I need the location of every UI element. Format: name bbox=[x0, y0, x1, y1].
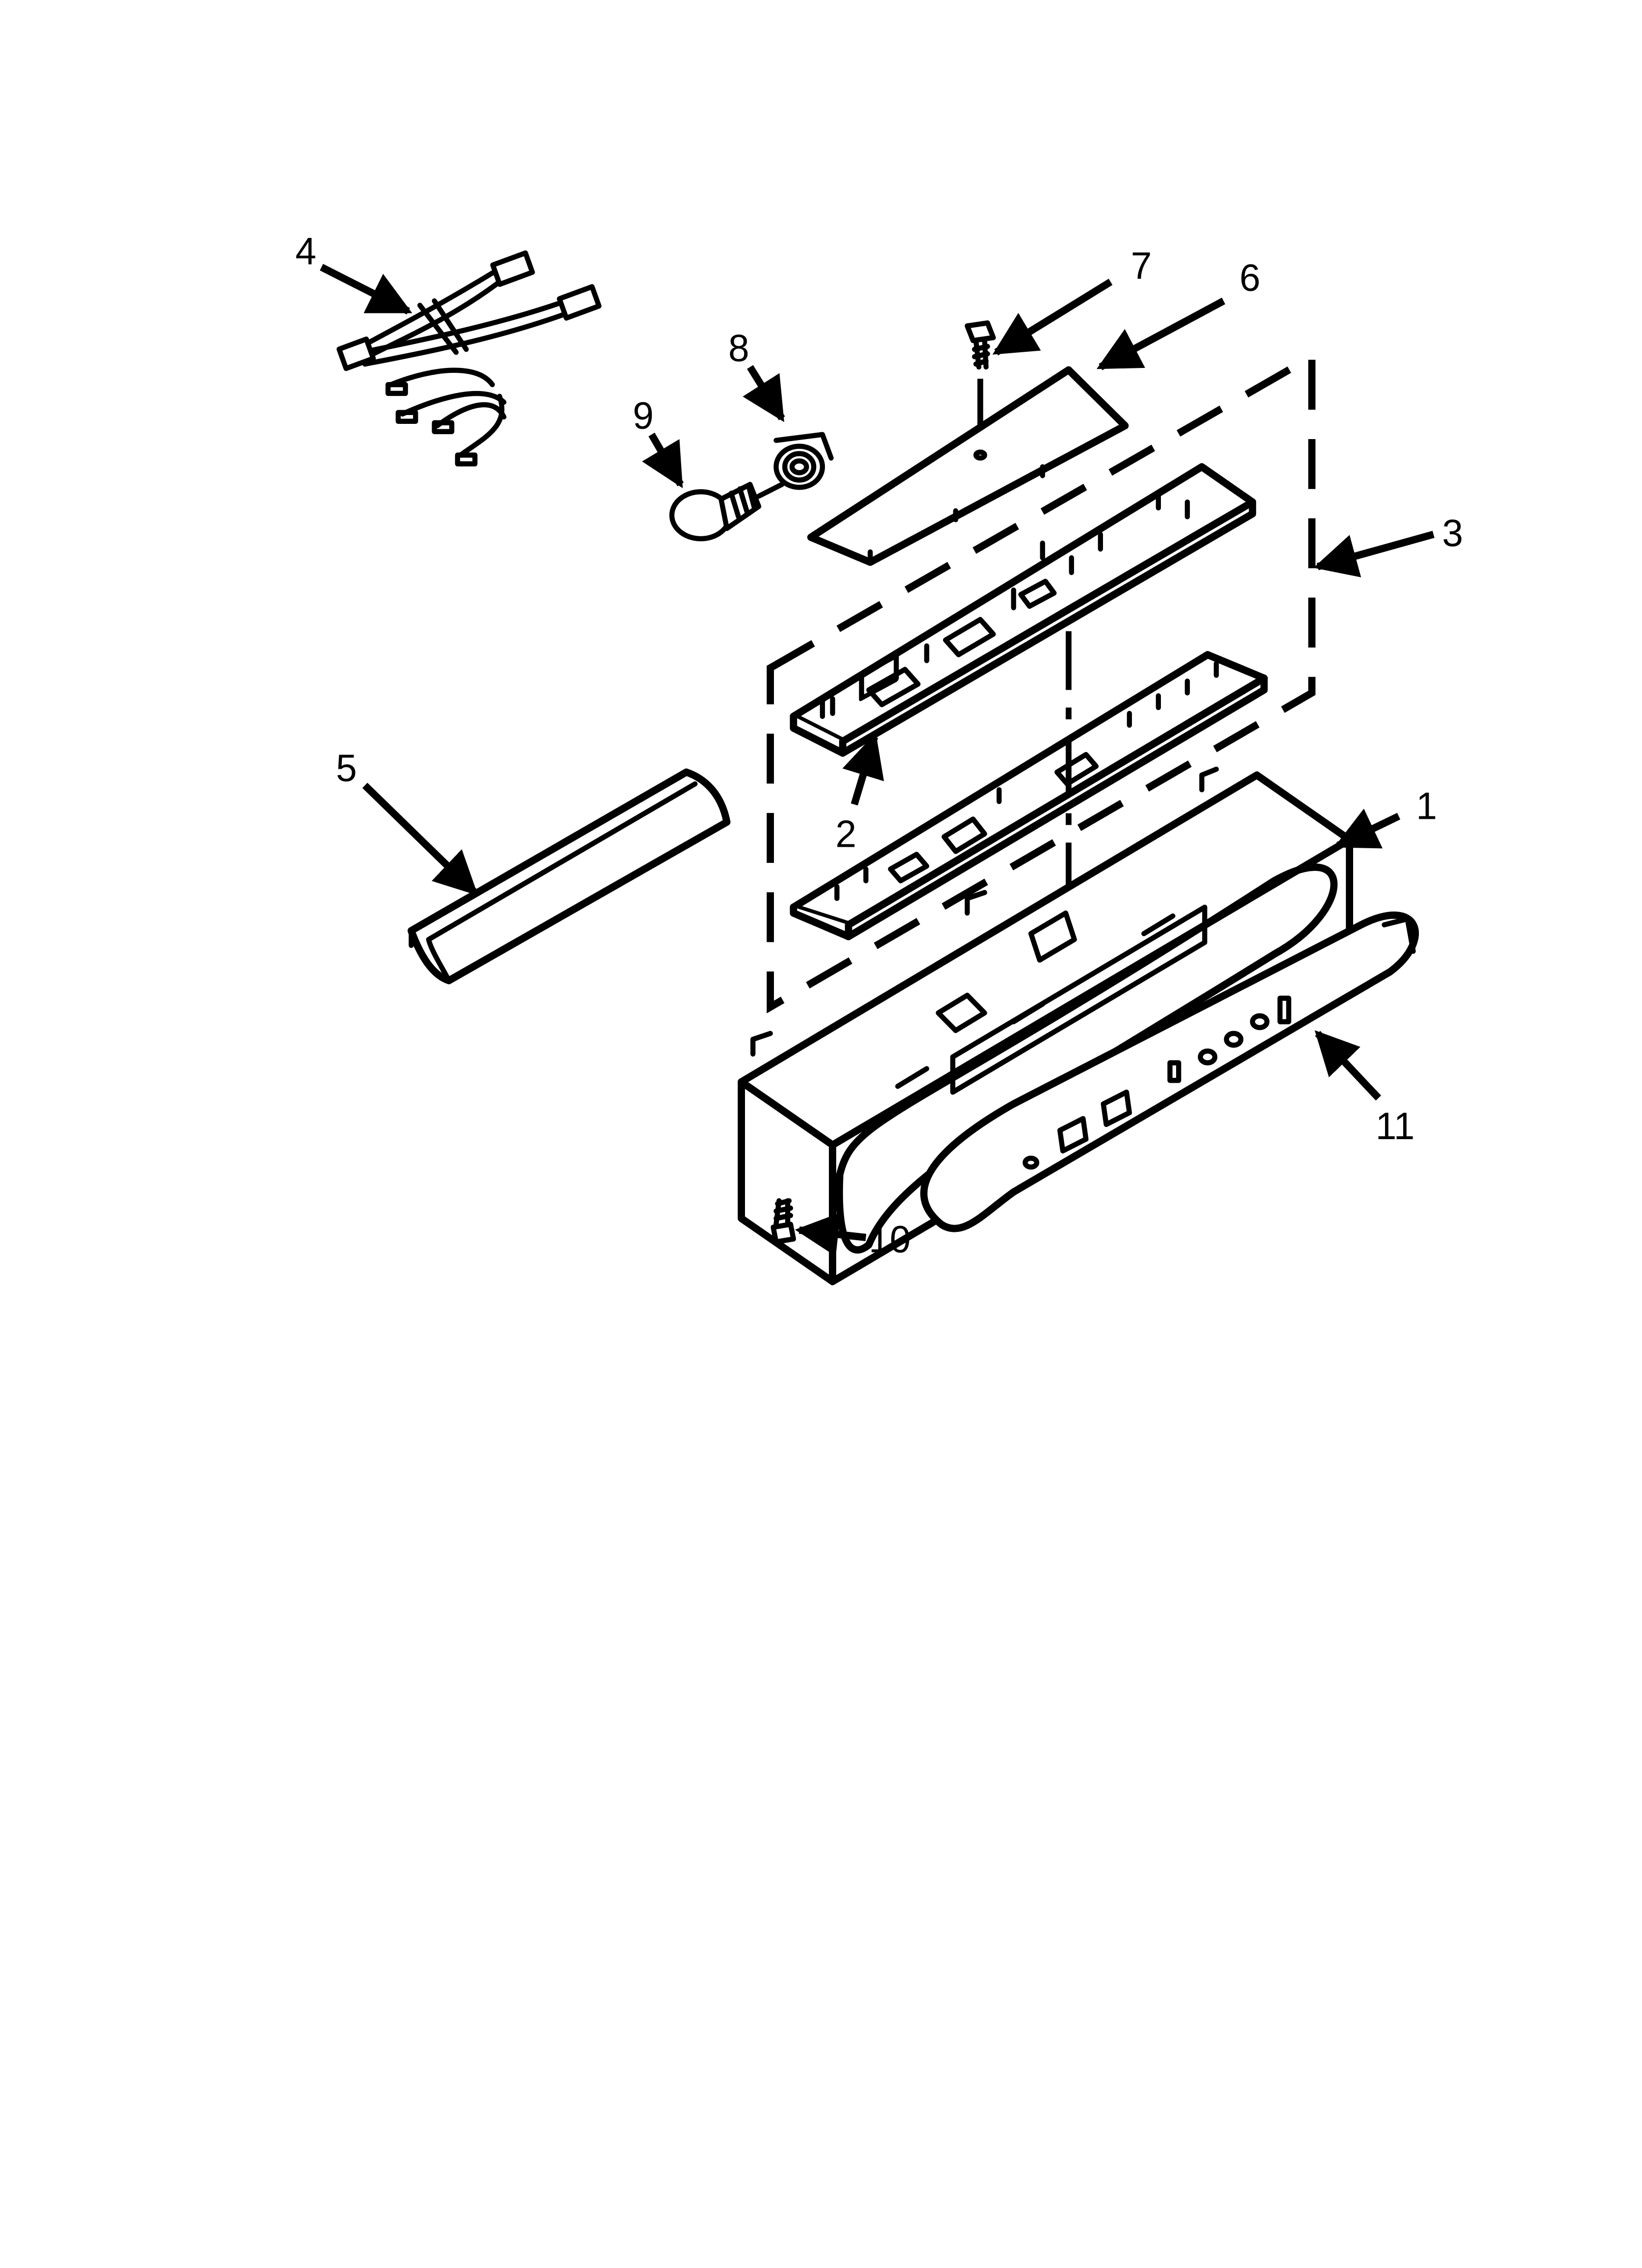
callout-9: 9 bbox=[633, 394, 654, 437]
bottom-screw-part bbox=[770, 1198, 796, 1245]
callout-3: 3 bbox=[1442, 512, 1463, 555]
overlay-part bbox=[920, 912, 1419, 1232]
cover-plate-part bbox=[807, 366, 1129, 566]
callout-2: 2 bbox=[836, 813, 857, 856]
leader-lines bbox=[320, 263, 1435, 1256]
wire-harness-part bbox=[336, 250, 602, 467]
callout-11: 11 bbox=[1376, 1105, 1415, 1148]
socket-part bbox=[773, 432, 834, 490]
callout-4: 4 bbox=[295, 230, 316, 273]
light-bulb-part bbox=[669, 482, 785, 542]
assembly-outline bbox=[767, 350, 1316, 1014]
top-screw-part bbox=[965, 320, 996, 370]
callout-8: 8 bbox=[728, 327, 749, 370]
upper-board-part bbox=[790, 463, 1257, 757]
callout-5: 5 bbox=[336, 747, 357, 789]
trough-part bbox=[408, 768, 731, 985]
callout-10: 10 bbox=[869, 1218, 910, 1261]
callout-6: 6 bbox=[1239, 257, 1260, 299]
callout-1: 1 bbox=[1416, 785, 1437, 828]
callout-7: 7 bbox=[1131, 245, 1152, 287]
